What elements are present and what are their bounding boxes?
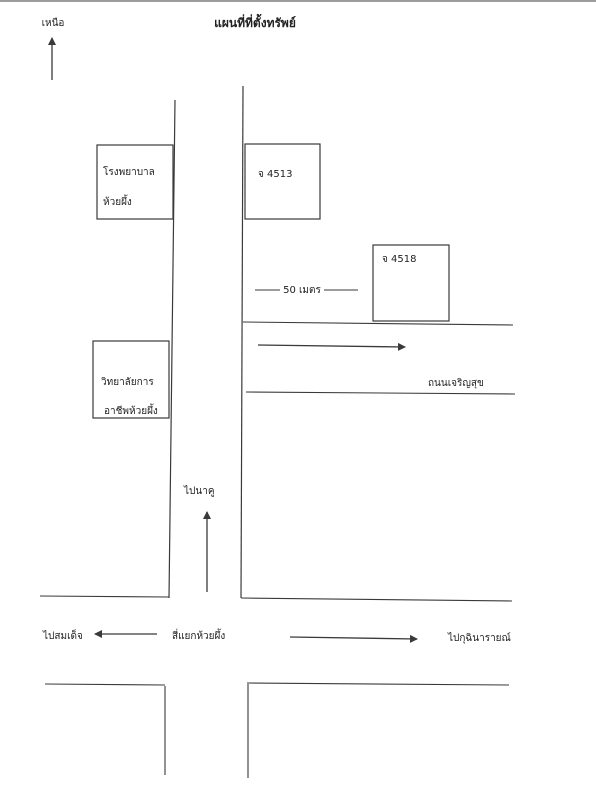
road-label: ถนนเจริญสุข [428, 378, 484, 389]
distance-label: 50 เมตร [283, 285, 321, 296]
cross-road-south-edge-west [44, 683, 166, 686]
college-box [92, 340, 170, 419]
cross-road-north-edge-east [240, 597, 513, 602]
plot-4518-box [372, 244, 450, 322]
map-title: แผนที่ที่ตั้งทรัพย์ [214, 13, 296, 30]
college-label-line1: วิทยาลัยการ [101, 377, 155, 388]
road-direction-arrow-icon [257, 342, 406, 351]
to-nakhu-label: ไปนาคู [183, 485, 215, 497]
intersection-label: สี่แยกห้วยผึ้ง [172, 628, 225, 642]
hospital-box [96, 144, 174, 220]
to-somdet-label: ไปสมเด็จ [42, 628, 83, 642]
hospital-label-line2: ห้วยผึ้ง [103, 194, 132, 208]
plot-4518-label: จ 4518 [382, 254, 417, 265]
cross-road-south-edge-east [246, 682, 510, 686]
main-road-west-edge [168, 99, 176, 599]
hospital-label-line1: โรงพยาบาล [103, 165, 155, 178]
plot-4513-box [244, 143, 321, 220]
charoensuk-road-south-edge [245, 391, 516, 395]
main-road-east-edge [240, 85, 244, 599]
to-kuchinarai-arrow-icon [289, 634, 418, 643]
plot-4513-label: จ 4513 [258, 169, 293, 180]
north-label: เหนือ [42, 17, 65, 29]
cross-road-north-edge-west [39, 595, 170, 598]
college-label-line2: อาชีพห้วยผึ้ง [104, 403, 158, 417]
to-kuchinarai-label: ไปกุฉินารายณ์ [447, 632, 511, 644]
charoensuk-road-north-edge [242, 321, 514, 326]
